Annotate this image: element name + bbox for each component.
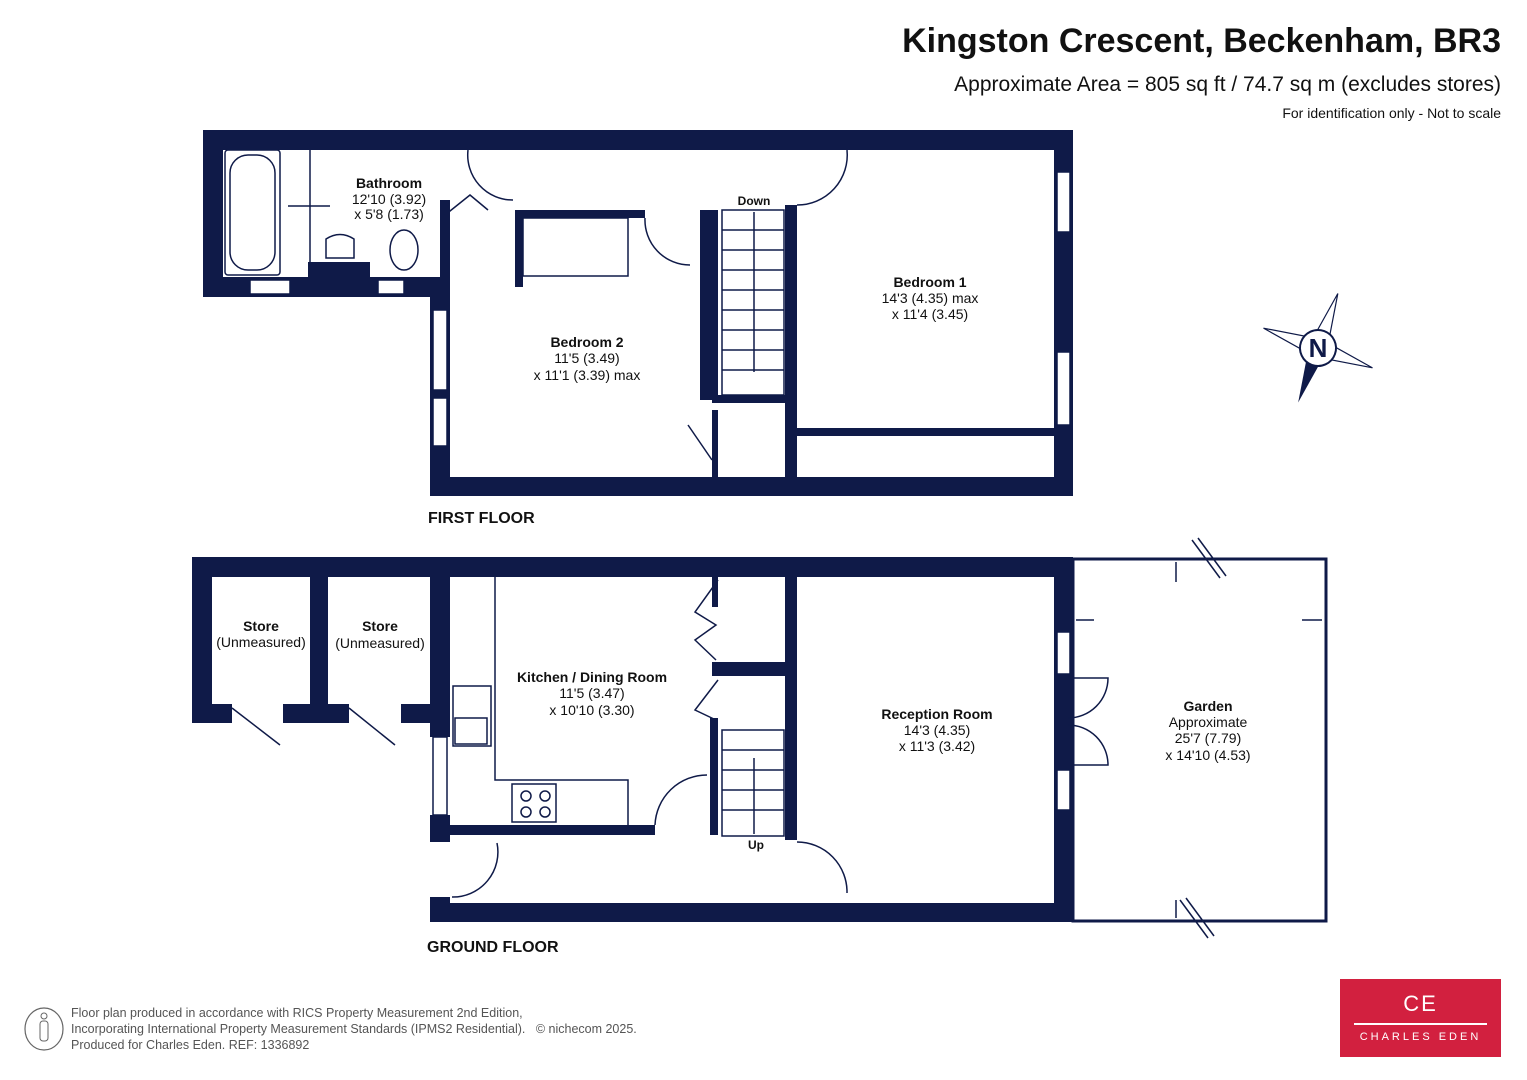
bedroom1-dim1: 14'3 (4.35) max	[882, 290, 979, 306]
ground-floor-windows	[432, 631, 1071, 816]
bathroom-dim2: x 5'8 (1.73)	[354, 206, 424, 222]
kitchen-dim2: x 10'10 (3.30)	[549, 702, 634, 718]
footer-line1: Floor plan produced in accordance with R…	[71, 1006, 523, 1020]
reception-label: Reception Room	[881, 706, 992, 722]
first-floor-label: FIRST FLOOR	[428, 510, 535, 527]
first-floor-fixtures	[224, 149, 1050, 461]
bedroom2-dim2: x 11'1 (3.39) max	[534, 367, 641, 383]
page-title: Kingston Crescent, Beckenham, BR3	[902, 22, 1501, 60]
bedroom2-label: Bedroom 2	[550, 334, 623, 350]
logo-mark: CE	[1403, 991, 1438, 1016]
approximate-area: Approximate Area = 805 sq ft / 74.7 sq m…	[954, 73, 1501, 96]
reception-dim1: 14'3 (4.35)	[904, 722, 971, 738]
logo-divider	[1354, 1023, 1487, 1025]
compass-icon: N	[1263, 293, 1373, 403]
footer-line2: Incorporating International Property Mea…	[71, 1022, 526, 1036]
kitchen-dim1: 11'5 (3.47)	[559, 685, 624, 701]
reception-dim2: x 11'3 (3.42)	[899, 738, 975, 754]
stairs-up-label: Up	[748, 838, 764, 852]
garden-dim2: x 14'10 (4.53)	[1165, 747, 1250, 763]
person-icon	[24, 1007, 64, 1051]
first-floor-windows	[249, 171, 1071, 447]
store2-label: Store	[362, 618, 398, 634]
garden-dim1: 25'7 (7.79)	[1175, 730, 1242, 746]
first-floor-stairs	[721, 209, 785, 396]
footer-copyright: © nichecom 2025.	[535, 1022, 637, 1036]
logo-name: CHARLES EDEN	[1359, 1030, 1482, 1043]
ground-floor-fixtures	[231, 537, 1322, 939]
compass-north-label: N	[1309, 333, 1328, 363]
bathroom-label: Bathroom	[356, 175, 422, 191]
bedroom1-label: Bedroom 1	[893, 274, 966, 290]
ground-floor-stairs	[721, 729, 785, 837]
footer-text: Floor plan produced in accordance with R…	[71, 1005, 637, 1053]
bedroom2-dim1: 11'5 (3.49)	[554, 350, 619, 366]
store1-dim: (Unmeasured)	[216, 634, 305, 650]
bathroom-dim1: 12'10 (3.92)	[352, 191, 426, 207]
store1-label: Store	[243, 618, 279, 634]
footer-line3: Produced for Charles Eden. REF: 1336892	[71, 1038, 310, 1052]
garden-dim0: Approximate	[1169, 714, 1248, 730]
garden-label: Garden	[1183, 698, 1232, 714]
bedroom1-dim2: x 11'4 (3.45)	[892, 306, 968, 322]
stairs-down-label: Down	[738, 194, 771, 208]
kitchen-label: Kitchen / Dining Room	[517, 669, 667, 685]
garden-outline	[1071, 557, 1328, 923]
ground-floor-label: GROUND FLOOR	[427, 939, 559, 956]
store2-dim: (Unmeasured)	[335, 635, 424, 651]
charles-eden-logo: CE CHARLES EDEN	[1340, 979, 1501, 1057]
identification-note: For identification only - Not to scale	[1282, 105, 1501, 121]
